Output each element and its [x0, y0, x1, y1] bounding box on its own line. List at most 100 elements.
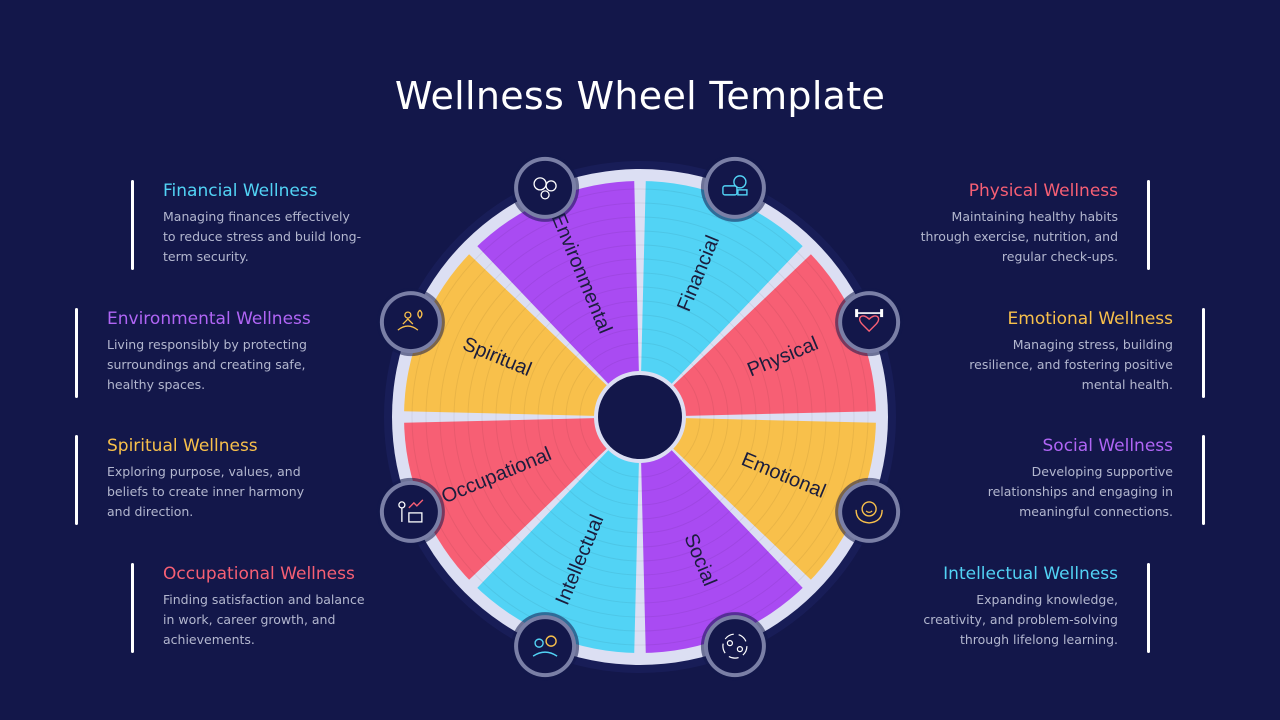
- wheel-ring-line: [551, 328, 729, 506]
- brain-gears-icon: [511, 612, 580, 681]
- occupational-wellness-description: Finding satisfaction and balance in work…: [163, 590, 463, 650]
- segment-notch: [400, 413, 408, 421]
- physical-wellness-description: Maintaining healthy habits through exerc…: [818, 207, 1118, 267]
- occupational-wellness-block: Occupational Wellness Finding satisfacti…: [131, 563, 463, 653]
- social-wellness-description: Developing supportive relationships and …: [873, 462, 1173, 522]
- wheel-center-hub: [598, 375, 682, 459]
- desc-line: Managing stress, building: [1012, 337, 1173, 352]
- money-icon-glyph: [722, 175, 748, 196]
- physical-wellness-heading: Physical Wellness: [968, 181, 1118, 201]
- desc-line: through lifelong learning.: [959, 632, 1118, 647]
- icon-badge: [383, 484, 438, 539]
- environmental-wellness-block: Environmental Wellness Living responsibl…: [75, 308, 407, 398]
- desc-line: and direction.: [107, 504, 194, 519]
- wheel-ring-line: [579, 356, 701, 478]
- fitness-heart-icon-glyph: [855, 309, 884, 333]
- desc-line: Living responsibly by protecting: [107, 337, 307, 352]
- wheel-ring-line: [425, 202, 855, 632]
- desc-line: resilience, and fostering positive: [969, 357, 1173, 372]
- financial-wellness-heading: Financial Wellness: [163, 181, 318, 201]
- desc-line: regular check-ups.: [1001, 249, 1118, 264]
- spiritual-wellness-description: Exploring purpose, values, and beliefs t…: [107, 462, 407, 522]
- social-wellness-heading: Social Wellness: [1042, 436, 1173, 456]
- emotional-wellness-description: Managing stress, building resilience, an…: [873, 335, 1173, 395]
- divider-bar: [75, 435, 78, 525]
- intellectual-wellness-description: Expanding knowledge, creativity, and pro…: [818, 590, 1118, 650]
- desc-line: Managing finances effectively: [163, 209, 350, 224]
- money-icon: [700, 153, 769, 222]
- icon-badge: [707, 619, 762, 674]
- divider-bar: [75, 308, 78, 398]
- desc-line: Developing supportive: [1031, 464, 1173, 479]
- wheel-ring-line: [509, 286, 771, 548]
- divider-bar: [131, 563, 134, 653]
- desc-line: to reduce stress and build long-: [163, 229, 362, 244]
- recycle-earth-icon-glyph: [533, 177, 557, 200]
- desc-line: Exploring purpose, values, and: [107, 464, 301, 479]
- career-growth-icon: [376, 477, 445, 546]
- desc-line: Maintaining healthy habits: [951, 209, 1118, 224]
- desc-line: meaningful connections.: [1019, 504, 1173, 519]
- desc-line: Expanding knowledge,: [976, 592, 1118, 607]
- segment-notch: [469, 580, 477, 588]
- desc-line: in work, career growth, and: [163, 612, 336, 627]
- segment-notch: [469, 246, 477, 254]
- wheel-ring-line: [481, 258, 799, 576]
- spiritual-wellness-heading: Spiritual Wellness: [107, 436, 258, 456]
- career-growth-icon-glyph: [398, 499, 424, 523]
- desc-line: term security.: [163, 249, 249, 264]
- desc-line: creativity, and problem-solving: [923, 612, 1118, 627]
- wheel-ring-line: [453, 230, 827, 604]
- environmental-wellness-heading: Environmental Wellness: [107, 309, 311, 329]
- spiritual-wellness-block: Spiritual Wellness Exploring purpose, va…: [75, 435, 407, 525]
- intellectual-wellness-block: Intellectual Wellness Expanding knowledg…: [818, 563, 1150, 653]
- segment-notch: [803, 580, 811, 588]
- desc-line: relationships and engaging in: [987, 484, 1173, 499]
- desc-line: through exercise, nutrition, and: [920, 229, 1118, 244]
- wheel-ring-line: [467, 244, 813, 590]
- wheel-ring-line: [565, 342, 715, 492]
- emotional-wellness-heading: Emotional Wellness: [1007, 309, 1173, 329]
- occupational-wellness-heading: Occupational Wellness: [163, 564, 355, 584]
- divider-bar: [131, 180, 134, 270]
- brain-gears-icon-glyph: [532, 635, 558, 657]
- emotional-wellness-block: Emotional Wellness Managing stress, buil…: [873, 308, 1205, 398]
- wheel-ring-line: [495, 272, 785, 562]
- icon-badge: [842, 295, 897, 350]
- environmental-wellness-description: Living responsibly by protecting surroun…: [107, 335, 407, 395]
- desc-line: healthy spaces.: [107, 377, 206, 392]
- meditation-icon-glyph: [397, 309, 423, 331]
- smiling-hands-icon: [835, 477, 904, 546]
- icon-badge: [707, 160, 762, 215]
- recycle-earth-icon: [511, 153, 580, 222]
- icon-badge: [518, 619, 573, 674]
- physical-wellness-block: Physical Wellness Maintaining healthy ha…: [818, 180, 1150, 270]
- desc-line: surroundings and creating safe,: [107, 357, 306, 372]
- desc-line: mental health.: [1081, 377, 1173, 392]
- desc-line: beliefs to create inner harmony: [107, 484, 305, 499]
- people-circle-icon: [700, 612, 769, 681]
- fitness-heart-icon: [835, 288, 904, 357]
- wheel-ring-line: [523, 300, 757, 534]
- financial-wellness-description: Managing finances effectively to reduce …: [163, 207, 463, 267]
- segment-notch: [636, 177, 644, 185]
- meditation-icon: [376, 288, 445, 357]
- smiling-hands-icon-glyph: [855, 501, 883, 524]
- wheel-ring-line: [537, 314, 743, 520]
- desc-line: Finding satisfaction and balance: [163, 592, 365, 607]
- financial-wellness-block: Financial Wellness Managing finances eff…: [131, 180, 463, 270]
- segment-notch: [803, 246, 811, 254]
- wheel-ring-line: [439, 216, 841, 618]
- people-circle-icon-glyph: [722, 633, 748, 659]
- segment-notch: [636, 649, 644, 657]
- divider-bar: [1202, 308, 1205, 398]
- segment-notch: [872, 413, 880, 421]
- intellectual-wellness-heading: Intellectual Wellness: [943, 564, 1118, 584]
- desc-line: achievements.: [163, 632, 255, 647]
- wheel-ring-line: [411, 188, 869, 646]
- divider-bar: [1147, 180, 1150, 270]
- divider-bar: [1202, 435, 1205, 525]
- divider-bar: [1147, 563, 1150, 653]
- page-title: Wellness Wheel Template: [394, 74, 886, 118]
